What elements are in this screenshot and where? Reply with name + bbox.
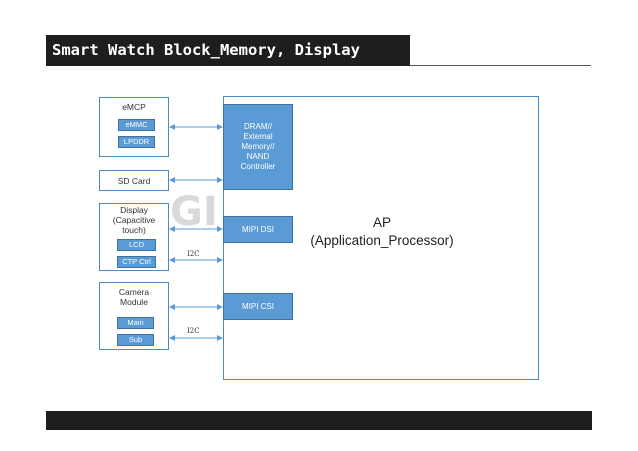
footer-bar (46, 411, 592, 430)
dram-line2: External (243, 132, 273, 141)
display-box: Display (Capacitive touch) LCD CTP Ctrl (99, 203, 169, 271)
mipi-dsi-block: MIPI DSI (223, 216, 293, 243)
dram-controller-block: DRAM// External Memory// NAND Controller (223, 104, 293, 190)
camera-main-chip: Main (117, 317, 154, 329)
ap-name: AP (372, 215, 391, 230)
emcp-box: eMCP eMMC LPDDR (99, 97, 169, 157)
dram-line5: Controller (240, 162, 276, 171)
ctp-ctrl-chip: CTP Ctrl (117, 256, 156, 268)
dram-line4: NAND (246, 152, 270, 161)
display-label-line2: (Capacitive (112, 215, 156, 225)
lcd-chip: LCD (117, 239, 156, 251)
display-label-line1: Display (120, 205, 148, 215)
slide-title: Smart Watch Block_Memory, Display (46, 35, 410, 66)
sdcard-box: SD Card (99, 170, 169, 191)
camera-label-line2: Module (120, 297, 148, 307)
title-underline (410, 65, 591, 66)
emcp-label: eMCP (122, 102, 146, 112)
camera-sub-chip: Sub (117, 334, 154, 346)
camera-box: Camera Module Main Sub (99, 282, 169, 350)
dram-line1: DRAM// (244, 122, 272, 131)
display-label-line3: touch) (122, 225, 146, 235)
sdcard-label: SD Card (117, 176, 151, 186)
camera-label-line1: Camera (118, 287, 150, 297)
watermark-logo: GI (170, 189, 218, 235)
ap-full-name: (Application_Processor) (310, 233, 454, 248)
emmc-chip: eMMC (118, 119, 155, 131)
display-i2c-label: I2C (187, 250, 200, 258)
dram-line3: Memory// (241, 142, 275, 151)
lpddr-chip: LPDDR (118, 136, 155, 148)
camera-i2c-label: I2C (187, 327, 200, 335)
mipi-csi-block: MIPI CSI (223, 293, 293, 320)
